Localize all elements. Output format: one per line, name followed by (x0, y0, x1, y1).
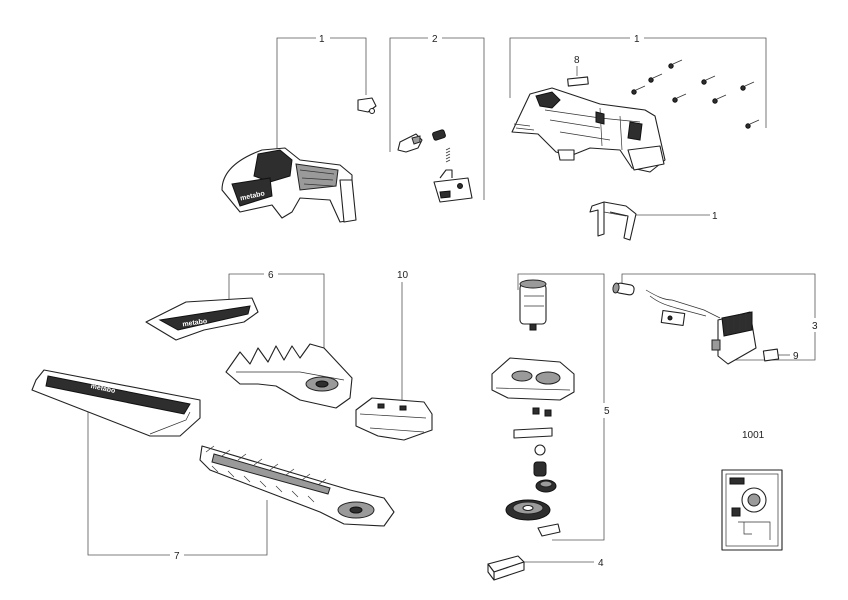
rating-plate-part (567, 76, 589, 87)
label-4-grease: 4 (598, 558, 604, 569)
gear-housing-part (491, 357, 575, 401)
housing-shell-part: metabo (221, 147, 357, 223)
blade-carrier-part (355, 397, 433, 441)
label-2-switch-group: 2 (432, 34, 438, 45)
part-labels: 1 2 1 8 1 6 10 5 3 9 4 7 1001 (174, 34, 818, 569)
screws-set (631, 59, 760, 129)
bracket-part (589, 201, 637, 241)
capacitor-part (612, 282, 635, 296)
svg-text:metabo: metabo (182, 318, 208, 328)
label-1-bracket: 1 (712, 211, 718, 222)
switch-lever-part (357, 97, 377, 115)
blade-cover-part: metabo (145, 297, 259, 341)
motor-part (519, 279, 547, 331)
manual-part (721, 469, 783, 551)
gear-small-parts (513, 407, 557, 493)
label-1-housing-left: 1 (319, 34, 325, 45)
label-6-shear-blade-group: 6 (268, 270, 274, 281)
housing-half-part (511, 87, 666, 173)
label-3-electronics-group: 3 (812, 321, 818, 332)
shear-blade-part (225, 343, 353, 409)
grease-part (487, 555, 525, 581)
hedge-blade-part (199, 445, 395, 527)
label-8-rating-plate: 8 (574, 55, 580, 66)
switch-parts (397, 129, 473, 203)
blade-guard-part: metabo (31, 369, 201, 437)
label-9-label: 9 (793, 351, 799, 362)
electronics-module-part (645, 289, 757, 365)
leader-lines (87, 37, 816, 563)
label-tag-part (762, 348, 780, 362)
drive-gear-part (505, 499, 561, 537)
label-7-hedge-blade-group: 7 (174, 551, 180, 562)
label-1001-manual: 1001 (742, 430, 765, 441)
label-10-blade-carrier: 10 (397, 270, 409, 281)
label-5-gear-motor-group: 5 (604, 406, 610, 417)
label-1-housing-right: 1 (634, 34, 640, 45)
